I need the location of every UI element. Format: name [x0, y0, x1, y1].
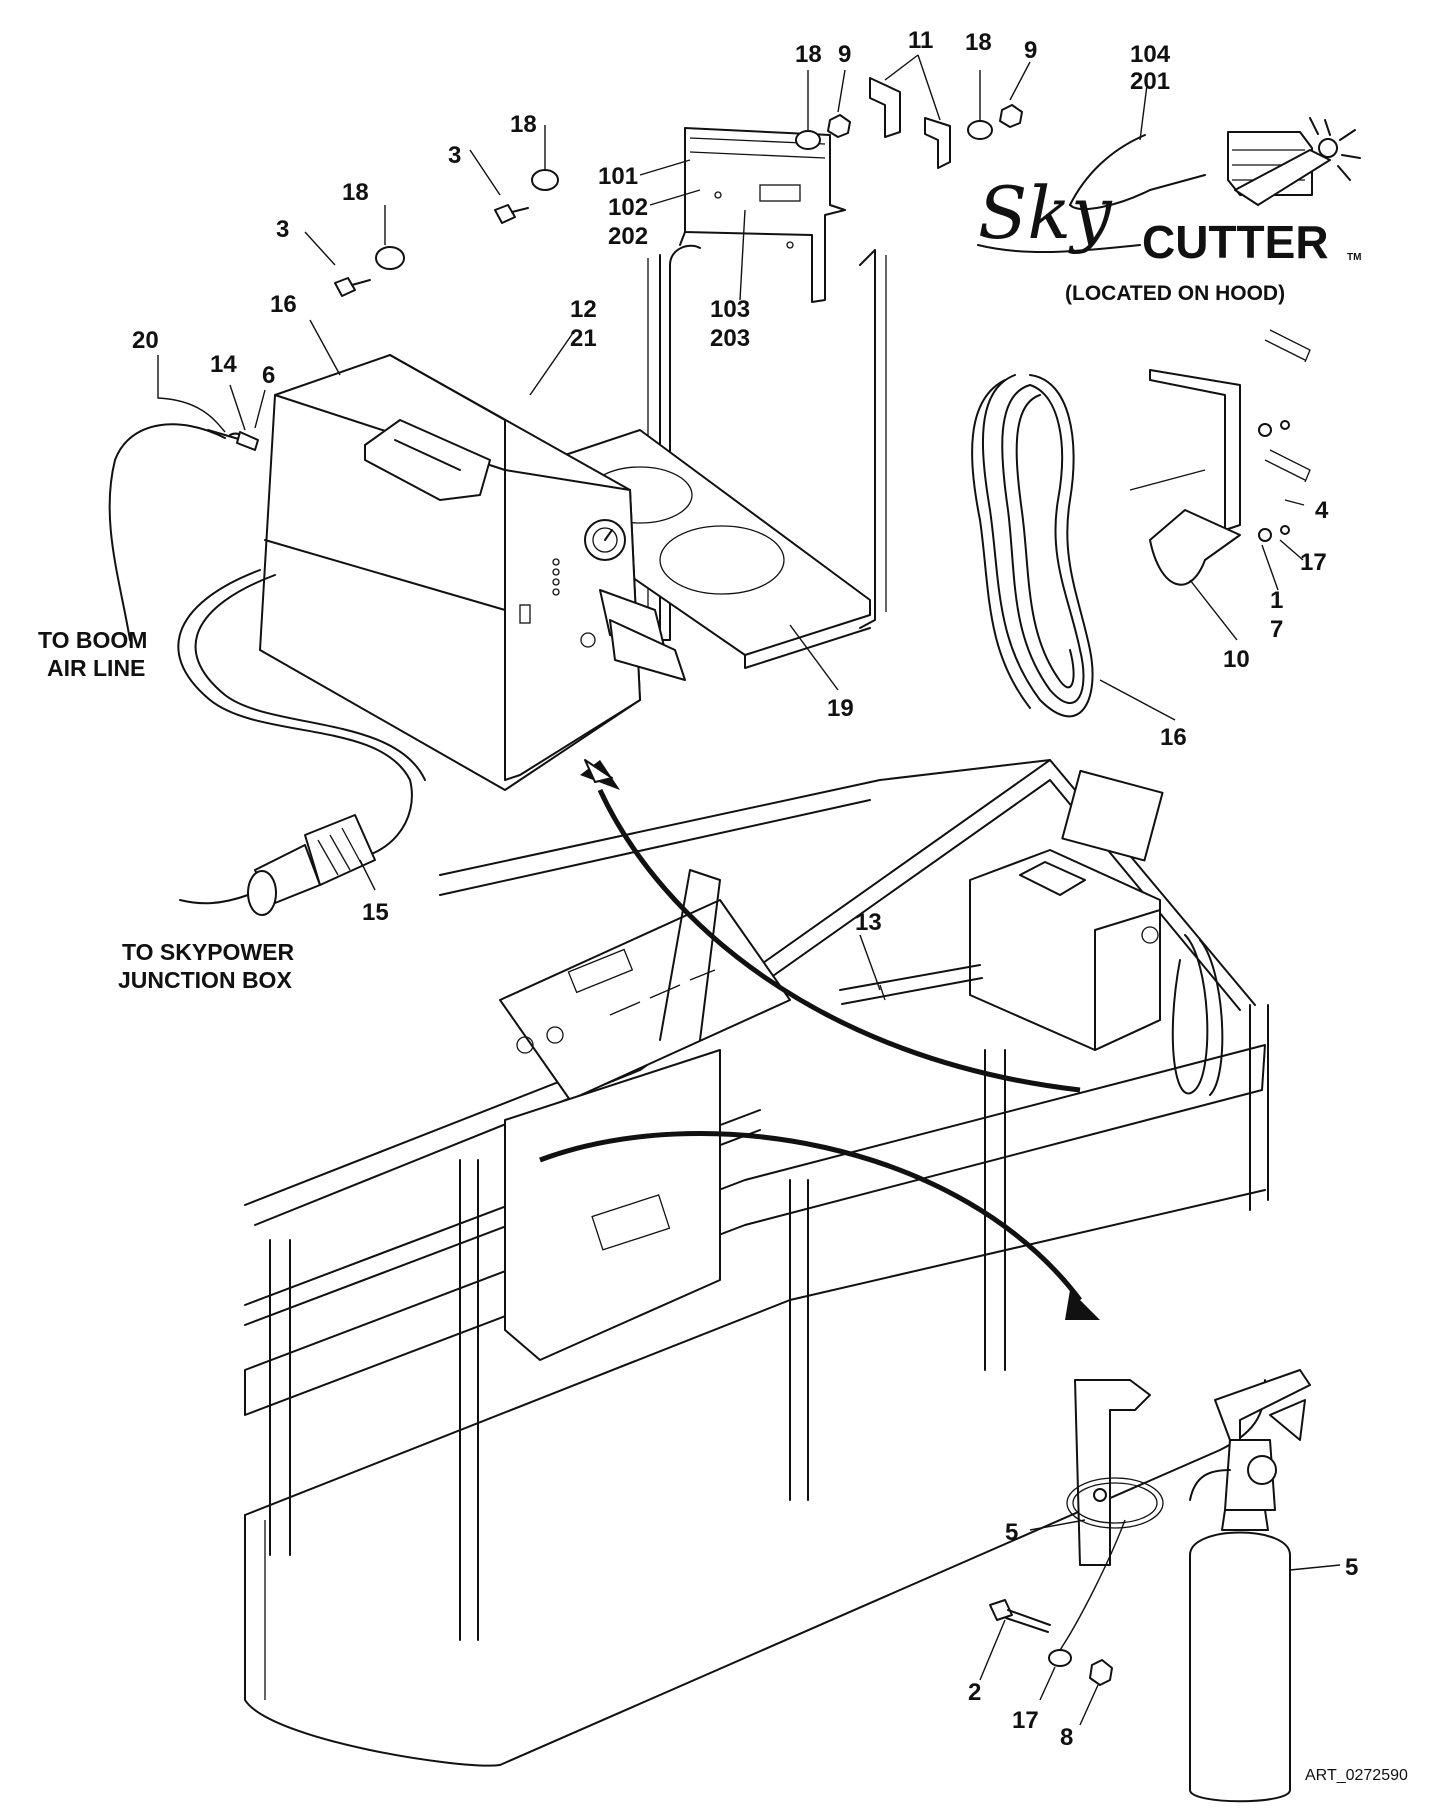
installed-power-unit [969, 769, 1224, 1096]
callout-9: 9 [1024, 37, 1037, 64]
logo-trademark: TM [1347, 252, 1361, 263]
skycutter-logo: Sky CUTTER TM (LOCATED ON HOOD) [977, 117, 1361, 305]
callout-102: 102 [608, 194, 648, 221]
callout-9: 9 [838, 41, 851, 68]
leader-lines [157, 54, 1341, 1726]
logo-cutter-text: CUTTER [1142, 216, 1329, 268]
callout-201: 201 [1130, 68, 1170, 95]
logo-location-note: (LOCATED ON HOOD) [1065, 282, 1285, 305]
power-cord [177, 569, 426, 916]
callout-8: 8 [1060, 1724, 1073, 1751]
callout-5: 5 [1005, 1519, 1018, 1546]
note-boom-air-line-1: TO BOOM [38, 627, 147, 653]
callout-3: 3 [448, 142, 461, 169]
callouts: 104 201 18 9 11 18 9 18 3 101 102 202 18… [132, 27, 1358, 1751]
destination-notes: TO BOOM AIR LINE TO SKYPOWER JUNCTION BO… [38, 627, 294, 993]
callout-18: 18 [965, 29, 992, 56]
callout-1: 1 [1270, 587, 1283, 614]
callout-20: 20 [132, 327, 159, 354]
note-junction-box-1: TO SKYPOWER [122, 939, 294, 965]
callout-15: 15 [362, 899, 389, 926]
callout-17: 17 [1300, 549, 1327, 576]
callout-17: 17 [1012, 1707, 1039, 1734]
placement-arrows [539, 759, 1100, 1320]
callout-104: 104 [1130, 41, 1171, 68]
callout-16: 16 [270, 291, 297, 318]
control-console [499, 869, 791, 1361]
fire-extinguisher-bracket [1066, 1379, 1164, 1566]
power-unit [259, 354, 686, 791]
callout-11: 11 [908, 27, 933, 54]
callout-4: 4 [1315, 497, 1329, 524]
carry-handle [364, 419, 491, 501]
logo-sky-text: Sky [978, 171, 1113, 255]
coiled-hose [971, 374, 1094, 718]
torch-icon [1227, 117, 1361, 206]
callout-12: 12 [570, 296, 597, 323]
callout-13: 13 [855, 909, 882, 936]
callout-21: 21 [570, 325, 597, 352]
note-junction-box-2: JUNCTION BOX [118, 967, 292, 993]
air-hose [108, 423, 259, 641]
callout-3: 3 [276, 216, 289, 243]
platform-basket [244, 759, 1269, 1767]
callout-101: 101 [598, 163, 638, 190]
callout-7: 7 [1270, 616, 1283, 643]
extinguisher-wall-bracket [1129, 329, 1311, 586]
callout-10: 10 [1223, 646, 1250, 673]
callout-2: 2 [968, 1679, 981, 1706]
fire-extinguisher-icon [1189, 1369, 1311, 1803]
callout-14: 14 [210, 351, 237, 378]
mounting-bracket [647, 127, 887, 645]
bolts-and-washers [334, 77, 1023, 297]
art-id: ART_0272590 [1305, 1767, 1408, 1784]
callout-103: 103 [710, 296, 750, 323]
callout-203: 203 [710, 325, 750, 352]
twist-lock-plug-icon [179, 814, 376, 916]
callout-5: 5 [1345, 1554, 1358, 1581]
air-outlet-fittings [580, 589, 686, 681]
note-boom-air-line-2: AIR LINE [47, 655, 145, 681]
mounting-hardware [989, 1599, 1113, 1686]
support-rod [839, 964, 983, 1005]
callout-202: 202 [608, 223, 648, 250]
callout-18: 18 [510, 111, 537, 138]
pressure-gauge-icon [584, 519, 626, 561]
callout-6: 6 [262, 362, 275, 389]
callout-18: 18 [342, 179, 369, 206]
callout-19: 19 [827, 695, 854, 722]
callout-16: 16 [1160, 724, 1187, 751]
callout-18: 18 [795, 41, 822, 68]
